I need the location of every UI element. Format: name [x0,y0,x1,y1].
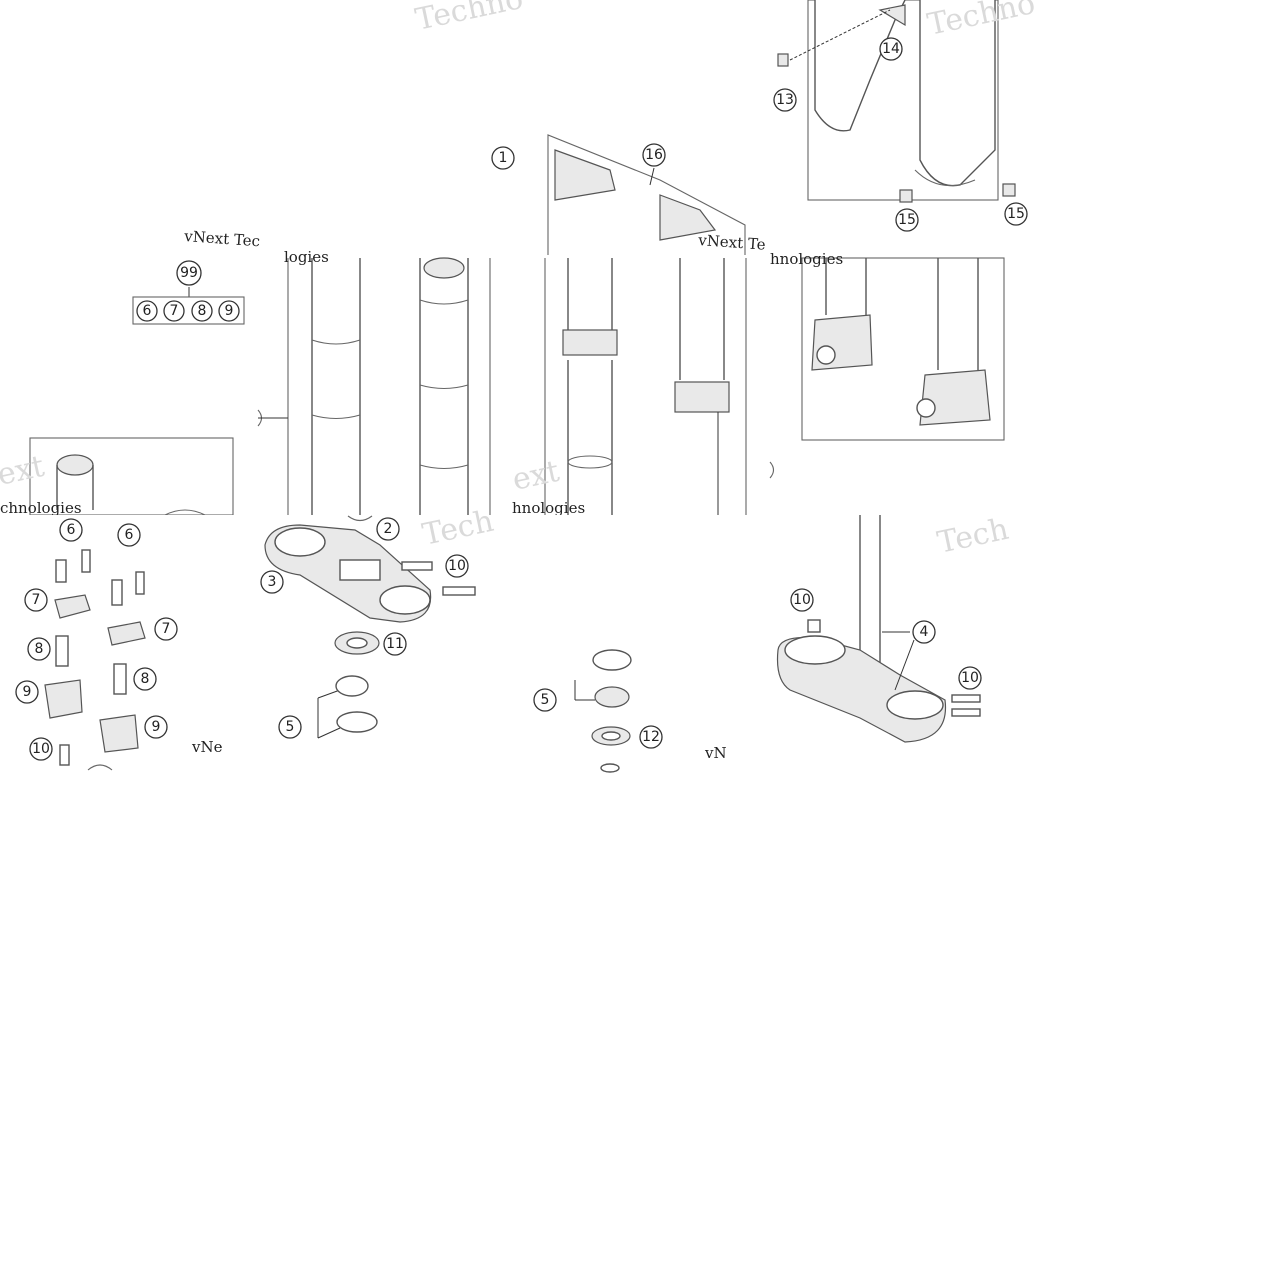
callout-6: 6 [117,523,141,547]
callout-9: 9 [15,680,39,704]
svg-text:1: 1 [499,150,508,166]
callout-12: 12 [639,725,663,749]
watermark-text: logies [284,248,329,266]
svg-text:4: 4 [920,624,929,640]
svg-text:13: 13 [776,92,794,108]
axle-clamps [801,257,1005,441]
fork-tube-right [544,258,775,515]
svg-text:10: 10 [961,670,979,686]
callout-10: 10 [445,554,469,578]
watermark-text: chnologies [0,499,82,517]
callout-10: 10 [790,588,814,612]
bearing-set-lower [574,649,632,773]
callout-11: 11 [383,632,407,656]
svg-text:8: 8 [141,671,150,687]
bearing-set-upper [317,631,380,739]
watermark-text: vNext Tec [183,227,261,250]
callout-7: 7 [154,617,178,641]
svg-text:10: 10 [448,558,466,574]
svg-text:15: 15 [898,212,916,228]
watermark-text: vNext Te [697,231,767,254]
handlebar-clamps [44,549,146,771]
watermark-text: vN [704,744,727,762]
svg-text:7: 7 [162,621,171,637]
fork-kit-99 [132,287,245,325]
fork-tube-top [547,134,746,261]
svg-text:10: 10 [32,741,50,757]
svg-text:5: 5 [286,719,295,735]
svg-text:12: 12 [642,729,660,745]
upper-triple-clamp [264,515,476,623]
callout-7: 7 [24,588,48,612]
svg-text:11: 11 [386,636,404,652]
svg-text:99: 99 [180,265,198,281]
callout-8: 8 [133,667,157,691]
kit-item-7: 7 [163,300,185,322]
svg-text:9: 9 [225,303,234,319]
svg-text:9: 9 [152,719,161,735]
callout-9: 9 [144,715,168,739]
svg-text:6: 6 [125,527,134,543]
fork-tube-left [257,257,491,515]
svg-text:8: 8 [35,641,44,657]
svg-text:14: 14 [882,41,900,57]
callout-15: 15 [895,208,919,232]
svg-text:15: 15 [1007,206,1025,222]
watermark-text: hnologies [770,250,843,268]
svg-text:8: 8 [198,303,207,319]
svg-text:2: 2 [384,521,393,537]
fork-lower-legs [777,0,1016,203]
svg-text:6: 6 [67,522,76,538]
callout-13: 13 [773,88,797,112]
kit-item-9: 9 [218,300,240,322]
callout-10: 10 [29,737,53,761]
callout-6: 6 [59,518,83,542]
callout-15: 15 [1004,202,1028,226]
svg-text:16: 16 [645,147,663,163]
watermark-text: vNe [191,738,223,756]
svg-text:6: 6 [143,303,152,319]
svg-text:3: 3 [268,574,277,590]
svg-text:7: 7 [170,303,179,319]
callout-5: 5 [278,715,302,739]
kit-item-8: 8 [191,300,213,322]
svg-text:10: 10 [793,592,811,608]
callout-2: 2 [376,517,400,541]
callout-3: 3 [260,570,284,594]
watermark-text: hnologies [512,499,585,517]
callout-16: 16 [642,143,666,167]
kit-item-6: 6 [136,300,158,322]
callout-1: 1 [491,146,515,170]
callout-99: 99 [176,260,202,286]
callout-10: 10 [958,666,982,690]
lower-triple-clamp [776,515,981,743]
callout-5: 5 [533,688,557,712]
svg-text:7: 7 [32,592,41,608]
callout-4: 4 [912,620,936,644]
svg-text:9: 9 [23,684,32,700]
watermark-text: Techno [412,0,526,38]
svg-text:5: 5 [541,692,550,708]
callout-8: 8 [27,637,51,661]
callout-14: 14 [879,37,903,61]
